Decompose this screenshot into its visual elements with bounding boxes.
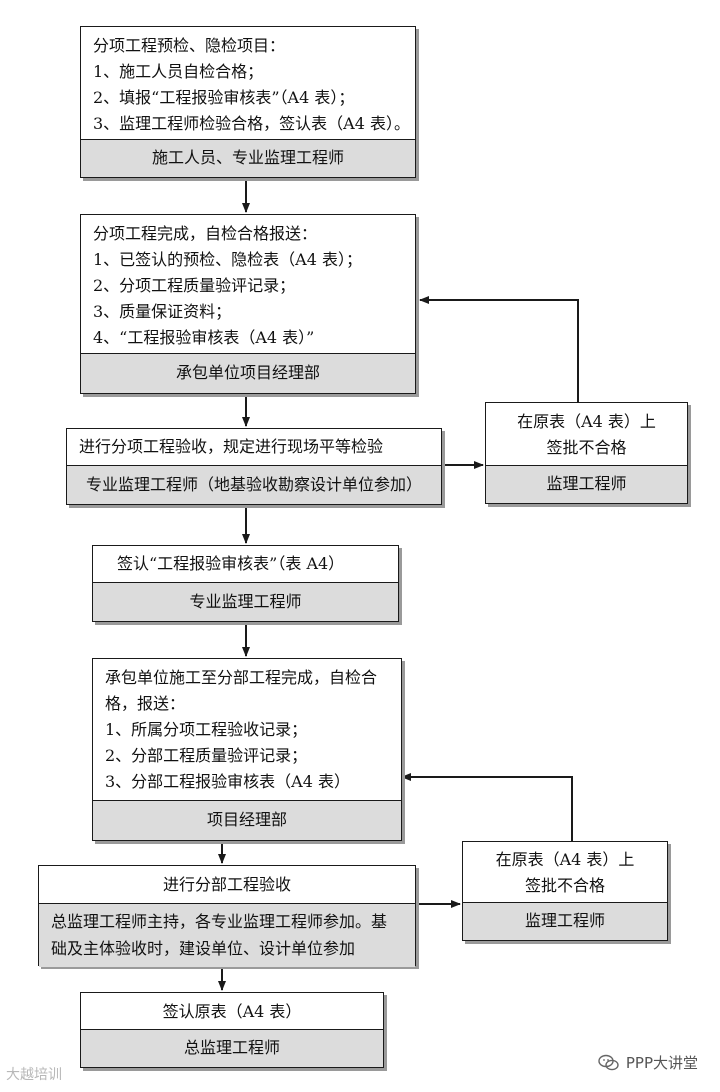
step-division-acceptance-line-1: 总监理工程师主持，各专业监理工程师参加。基 — [51, 912, 388, 931]
arrow-reject1-to-b2 — [419, 296, 579, 402]
watermark-left: 大越培训 — [6, 1064, 62, 1084]
watermark-right: PPP大讲堂 — [598, 1052, 698, 1073]
reject-1-line-1: 在原表（A4 表）上 — [517, 412, 656, 431]
step-subitem-acceptance-box: 进行分项工程验收，规定进行现场平等检验 专业监理工程师（地基验收勘察设计单位参加… — [66, 428, 442, 505]
step-division-report-role: 项目经理部 — [93, 800, 401, 840]
step-precheck-role: 施工人员、专业监理工程师 — [81, 139, 415, 177]
step-sign-original-role: 总监理工程师 — [81, 1029, 383, 1067]
reject-2-line-1: 在原表（A4 表）上 — [495, 850, 635, 869]
step-precheck-line-1: 1、施工人员自检合格； — [93, 62, 264, 81]
reject-2-role: 监理工程师 — [463, 902, 667, 940]
watermark-right-text: PPP大讲堂 — [625, 1054, 698, 1072]
step-division-report-line-1: 承包单位施工至分部工程完成，自检合 — [105, 668, 378, 687]
reject-1-role: 监理工程师 — [486, 465, 687, 503]
step-subitem-acceptance-title: 进行分项工程验收，规定进行现场平等检验 — [79, 437, 384, 456]
wechat-icon — [598, 1054, 619, 1070]
step-division-report-line-5: 3、分部工程报验审核表（A4 表） — [105, 772, 351, 791]
step-precheck-box: 分项工程预检、隐检项目： 1、施工人员自检合格； 2、填报“工程报验审核表”（A… — [80, 26, 416, 178]
step-precheck-title: 分项工程预检、隐检项目： — [93, 36, 286, 55]
step-sign-original-title: 签认原表（A4 表） — [162, 1002, 302, 1021]
step-sign-original-box: 签认原表（A4 表） 总监理工程师 — [80, 992, 384, 1068]
step-precheck-line-2: 2、填报“工程报验审核表”（A4 表）； — [93, 88, 355, 107]
step-subitem-acceptance-role: 专业监理工程师（地基验收勘察设计单位参加） — [67, 465, 441, 504]
step-division-acceptance-title: 进行分部工程验收 — [39, 866, 415, 904]
step-subitem-report-role: 承包单位项目经理部 — [81, 353, 415, 393]
step-division-report-line-3: 1、所属分项工程验收记录； — [105, 720, 308, 739]
step-sign-form-role: 专业监理工程师 — [93, 582, 398, 621]
step-division-report-line-4: 2、分部工程质量验评记录； — [105, 746, 308, 765]
step-sign-form-title: 签认“工程报验审核表”（表 A4） — [117, 554, 345, 573]
watermark-left-text: 大越培训 — [6, 1067, 62, 1083]
reject-2-line-2: 签批不合格 — [524, 876, 605, 895]
reject-box-2: 在原表（A4 表）上 签批不合格 监理工程师 — [462, 841, 668, 941]
step-subitem-report-line-1: 1、已签认的预检、隐检表（A4 表）； — [93, 250, 363, 269]
step-subitem-report-line-2: 2、分项工程质量验评记录； — [93, 276, 296, 295]
step-precheck-line-3: 3、监理工程师检验合格，签认表（A4 表）。 — [93, 114, 411, 133]
arrow-reject2-to-b5 — [401, 773, 573, 841]
step-division-acceptance-line-2: 础及主体验收时，建设单位、设计单位参加 — [51, 939, 356, 958]
reject-1-line-2: 签批不合格 — [546, 438, 627, 457]
step-subitem-report-line-4: 4、“工程报验审核表（A4 表）” — [93, 328, 315, 347]
step-division-acceptance-box: 进行分部工程验收 总监理工程师主持，各专业监理工程师参加。基 础及主体验收时，建… — [38, 865, 416, 967]
step-subitem-report-line-3: 3、质量保证资料； — [93, 302, 232, 321]
step-division-report-box: 承包单位施工至分部工程完成，自检合 格，报送： 1、所属分项工程验收记录； 2、… — [92, 658, 402, 841]
step-subitem-report-title: 分项工程完成，自检合格报送： — [93, 224, 318, 243]
step-division-report-line-2: 格，报送： — [105, 694, 186, 713]
step-subitem-report-box: 分项工程完成，自检合格报送： 1、已签认的预检、隐检表（A4 表）； 2、分项工… — [80, 214, 416, 394]
step-sign-form-box: 签认“工程报验审核表”（表 A4） 专业监理工程师 — [92, 545, 399, 622]
reject-box-1: 在原表（A4 表）上 签批不合格 监理工程师 — [485, 402, 688, 504]
